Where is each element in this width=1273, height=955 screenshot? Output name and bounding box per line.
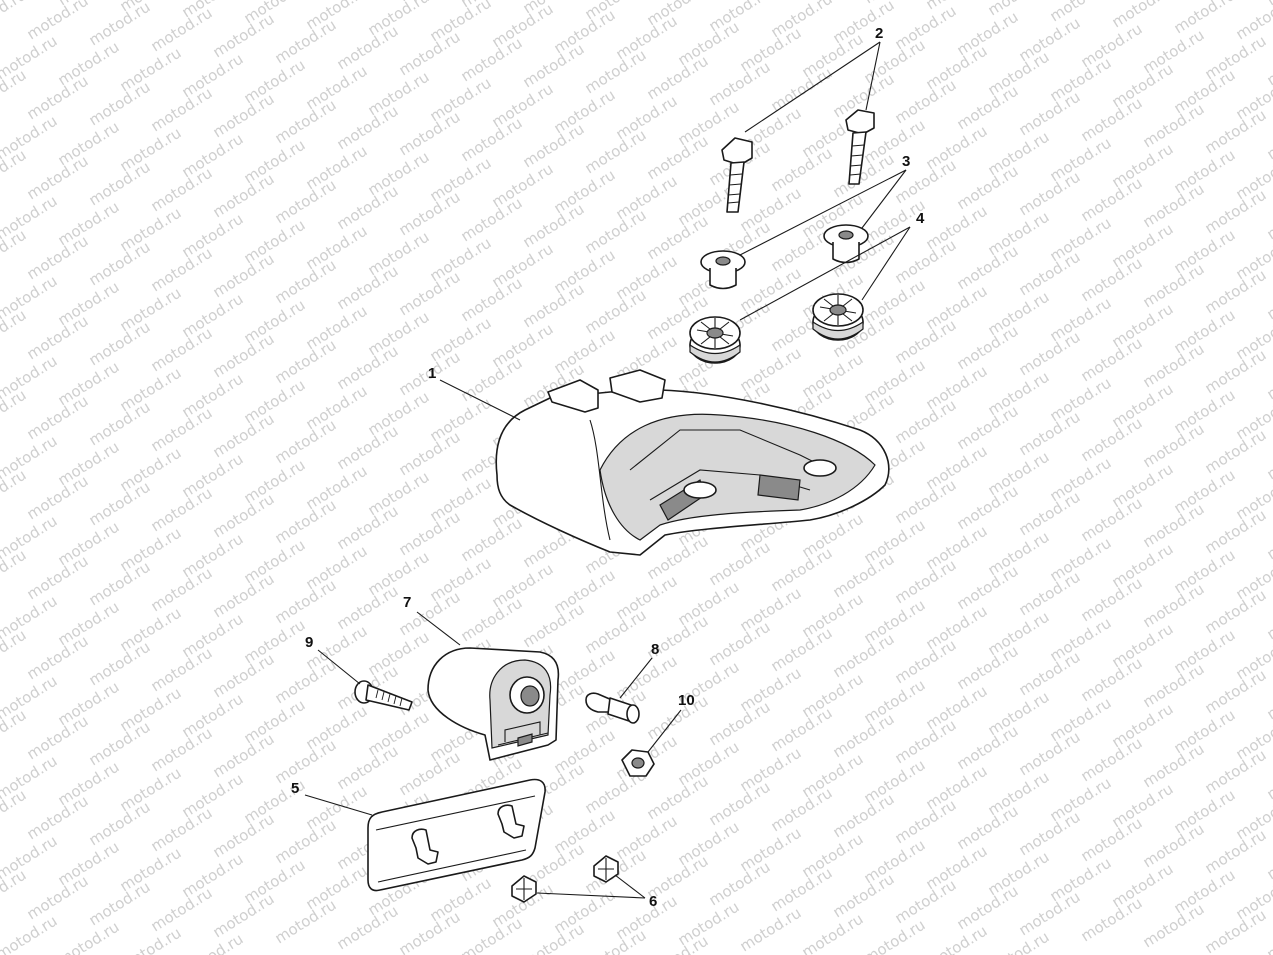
watermark-text: motod.ru: [117, 924, 185, 955]
watermark-text: motod.ru: [799, 910, 867, 955]
part-2-bolt-right: [845, 109, 875, 185]
watermark-text: motod.ru: [737, 904, 805, 955]
part-3-sleeve-left: [700, 250, 746, 290]
watermark-text: motod.ru: [1047, 0, 1115, 25]
part-1-tail-cover: [495, 369, 890, 556]
watermark-text: motod.ru: [55, 918, 123, 955]
part-10-nut: [621, 749, 655, 777]
leader-lines: [304, 41, 911, 899]
part-2-bolt-left: [721, 137, 753, 213]
callout-10: 10: [678, 692, 695, 709]
callout-3: 3: [902, 153, 910, 170]
callout-2: 2: [875, 25, 883, 42]
callout-8: 8: [651, 641, 659, 658]
watermark-text: motod.ru: [985, 0, 1053, 19]
part-6-clip-right: [593, 855, 619, 883]
watermark-text: motod.ru: [985, 928, 1053, 955]
watermark-text: motod.ru: [179, 930, 247, 955]
watermark-text: motod.ru: [86, 0, 154, 49]
callout-6: 6: [649, 893, 657, 910]
part-8-bulb: [585, 692, 640, 724]
callout-7: 7: [403, 594, 411, 611]
callout-9: 9: [305, 634, 313, 651]
callout-5: 5: [291, 780, 299, 797]
watermark-text: motod.ru: [1171, 0, 1239, 37]
callout-labels: 2 3 4 1 7 9 8 10 5 6: [291, 25, 925, 910]
part-5-lens: [367, 778, 546, 892]
watermark-text: motod.ru: [861, 916, 929, 955]
callout-4: 4: [916, 210, 925, 227]
callout-1: 1: [428, 365, 436, 382]
part-3-sleeve-right: [823, 224, 869, 264]
part-4-grommet-left: [689, 316, 741, 364]
part-4-grommet-right: [812, 293, 864, 341]
part-6-clip-left: [511, 875, 537, 903]
part-9-screw: [354, 680, 413, 711]
watermark-text: motod.ru: [24, 0, 92, 43]
watermark-text: motod.ru: [1109, 0, 1177, 31]
watermark-text: motod.ru: [923, 922, 991, 955]
part-7-lamp-housing: [427, 647, 560, 761]
